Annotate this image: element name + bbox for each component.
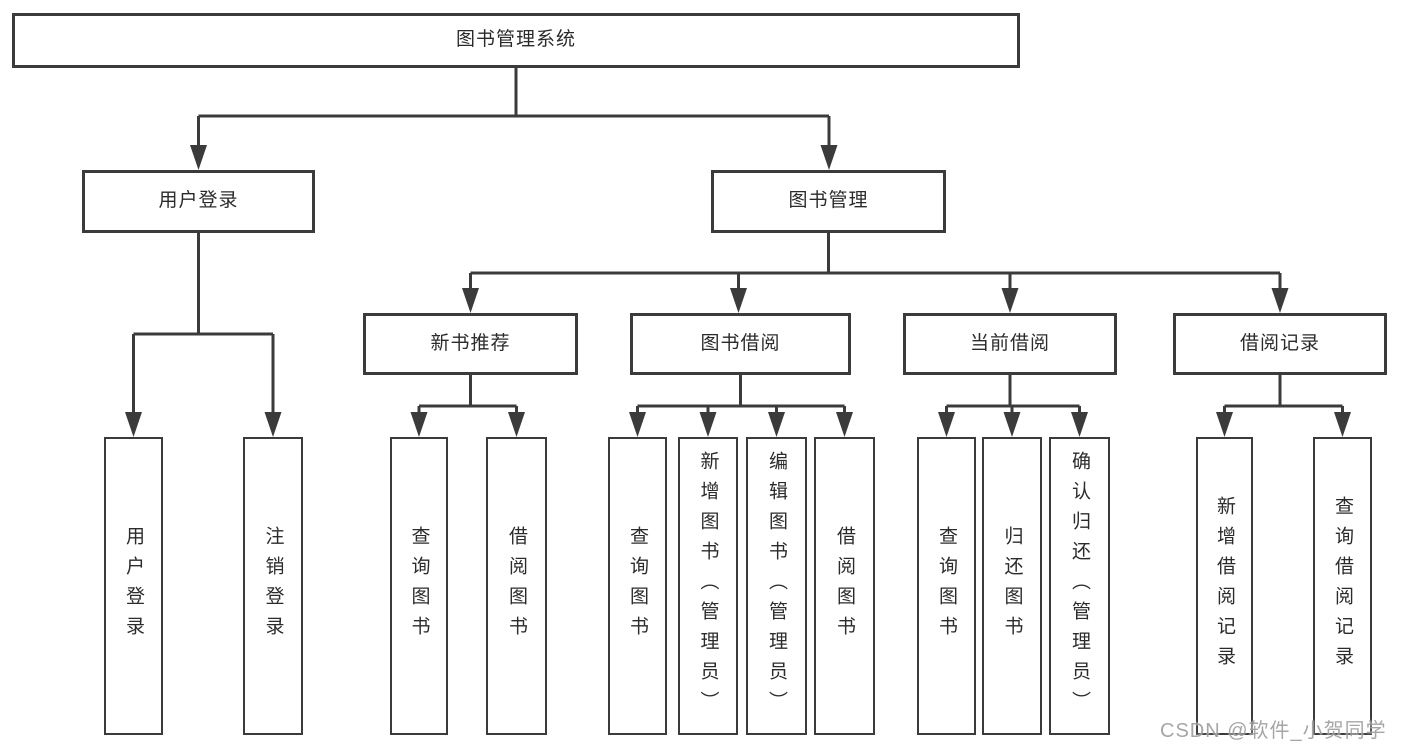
leaf-borrowing-query-books: 查询图书 <box>608 437 667 735</box>
leaf-current-confirm-return-admin: 确认归还（管理员） <box>1049 437 1110 735</box>
node-book-management-system: 图书管理系统 <box>12 13 1020 68</box>
leaf-current-return-books: 归还图书 <box>982 437 1042 735</box>
leaf-logout: 注销登录 <box>243 437 303 735</box>
node-book-management: 图书管理 <box>711 170 946 233</box>
arrowhead-icons <box>125 145 1351 437</box>
node-book-borrowing: 图书借阅 <box>630 313 851 375</box>
leaf-records-query-record: 查询借阅记录 <box>1313 437 1372 735</box>
leaf-recommend-borrow-books: 借阅图书 <box>486 437 547 735</box>
leaf-recommend-query-books: 查询图书 <box>390 437 448 735</box>
node-new-book-recommend: 新书推荐 <box>363 313 578 375</box>
node-borrowing-records: 借阅记录 <box>1173 313 1387 375</box>
leaf-current-query-books: 查询图书 <box>917 437 976 735</box>
watermark: CSDN @软件_小贺同学 <box>1160 720 1387 742</box>
leaf-user-login: 用户登录 <box>104 437 163 735</box>
leaf-records-add-record: 新增借阅记录 <box>1196 437 1253 735</box>
leaf-borrowing-edit-books-admin: 编辑图书（管理员） <box>746 437 807 735</box>
leaf-borrowing-add-books-admin: 新增图书（管理员） <box>678 437 738 735</box>
node-user-login: 用户登录 <box>82 170 315 233</box>
node-current-borrowing: 当前借阅 <box>903 313 1117 375</box>
leaf-borrowing-borrow-books: 借阅图书 <box>814 437 875 735</box>
